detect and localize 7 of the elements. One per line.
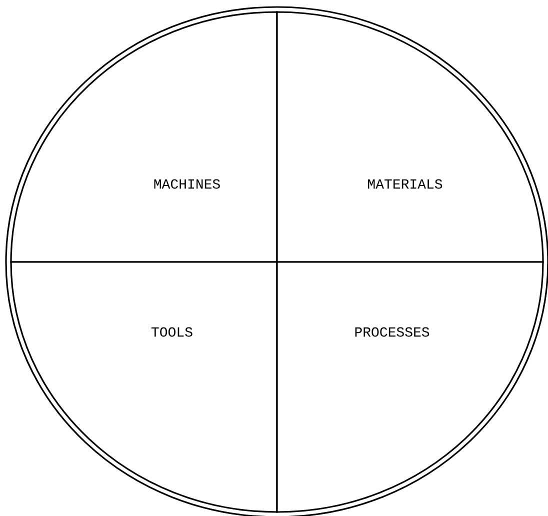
- node-label: MATERIALS: [368, 179, 442, 189]
- quadrant-sector: TOOLS: [10, 261, 278, 513]
- quadrant-sector: MACHINES: [10, 11, 278, 263]
- quadrant-sector: PROCESSES: [276, 261, 544, 513]
- node-label: TOOLS: [152, 327, 192, 337]
- node-label: PROCESSES: [355, 327, 430, 337]
- quadrant-sector: MATERIALS: [276, 11, 544, 263]
